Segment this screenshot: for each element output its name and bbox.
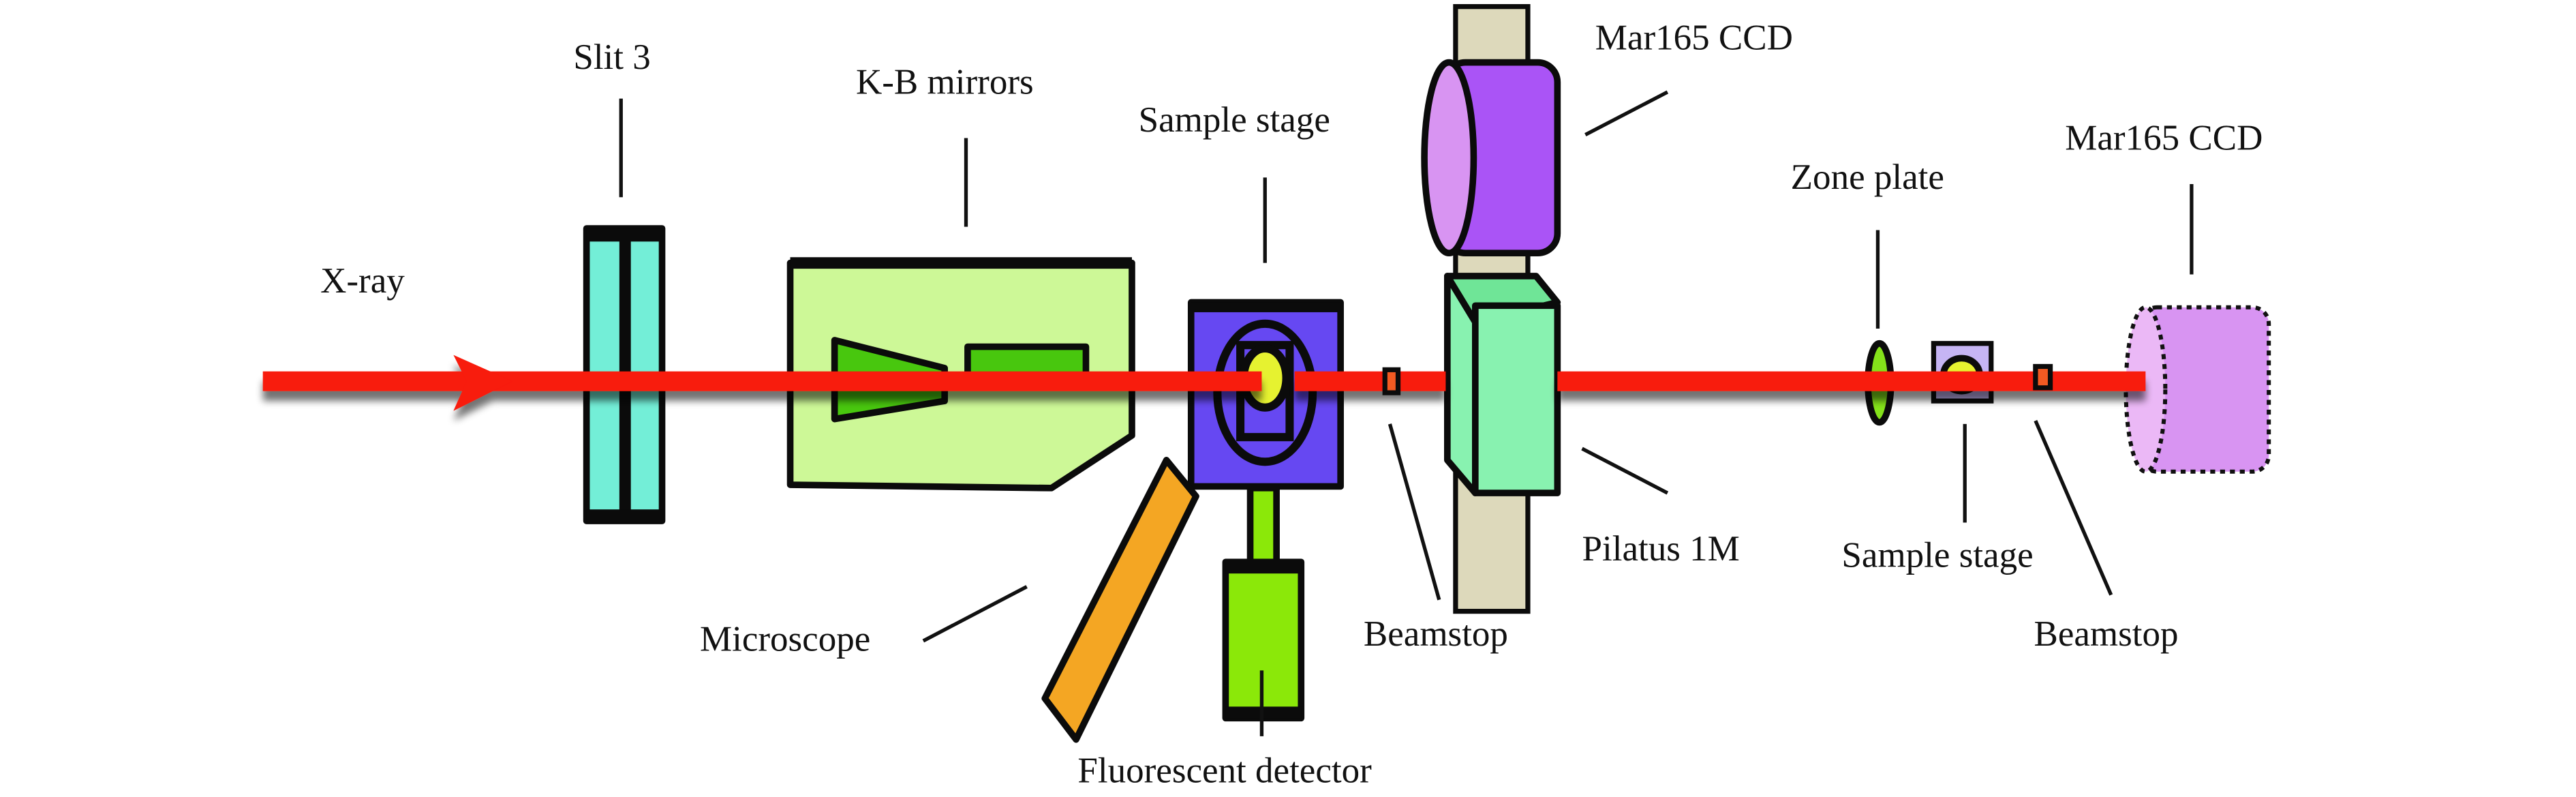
- leader-microscope: [922, 585, 1028, 643]
- label-mar165-ccd-1: Mar165 CCD: [1595, 18, 1793, 57]
- beamstop-2: [2033, 363, 2053, 391]
- sample-stage-1: [1187, 299, 1344, 490]
- label-sample-stage-2: Sample stage: [1841, 536, 2033, 575]
- beamstop-1: [1382, 367, 1401, 395]
- mar165-ccd-2: [2123, 305, 2271, 474]
- leader-beamstop-1: [1387, 423, 1441, 601]
- label-beamstop-2: Beamstop: [2034, 614, 2178, 654]
- label-pilatus-1m: Pilatus 1M: [1582, 529, 1740, 569]
- label-zone-plate: Zone plate: [1791, 157, 1944, 197]
- pilatus-1m: [1444, 273, 1561, 496]
- slit3: [583, 225, 666, 524]
- label-slit3: Slit 3: [573, 37, 650, 77]
- label-sample-stage-1: Sample stage: [1139, 100, 1330, 140]
- leader-mar165-ccd-1: [1584, 90, 1669, 136]
- label-fluorescent-detector: Fluorescent detector: [1077, 751, 1372, 790]
- label-microscope: Microscope: [700, 619, 870, 659]
- label-kb-mirrors: K-B mirrors: [856, 62, 1034, 102]
- label-beamstop-1: Beamstop: [1364, 614, 1508, 654]
- microscope: [1041, 457, 1199, 743]
- label-mar165-ccd-2: Mar165 CCD: [2065, 118, 2263, 157]
- label-x-ray: X-ray: [320, 261, 405, 301]
- beam-arrow-icon: [453, 355, 513, 411]
- leader-beamstop-2: [2034, 419, 2113, 596]
- mar165-ccd-1: [1421, 59, 1561, 257]
- leader-pilatus-1m: [1581, 447, 1669, 495]
